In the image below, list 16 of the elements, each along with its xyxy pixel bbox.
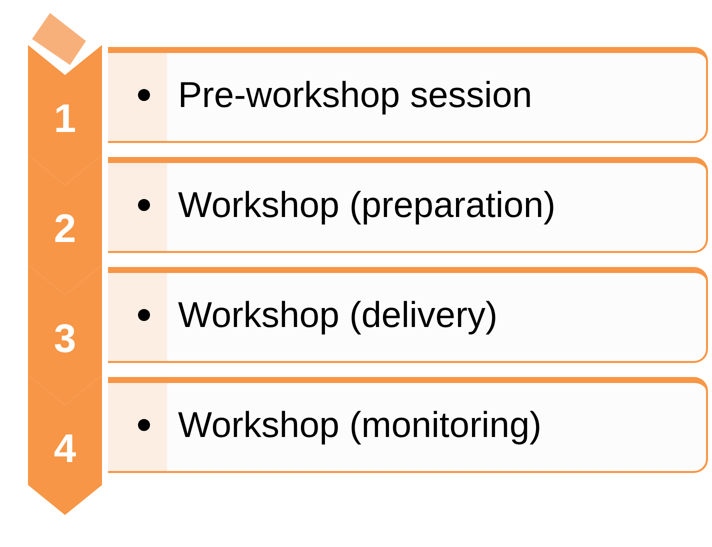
chevron-shape — [28, 375, 102, 515]
item-text: Workshop (preparation) — [178, 183, 556, 227]
step-number: 4 — [52, 427, 78, 471]
chevron-shape — [28, 155, 102, 295]
list-banner — [108, 157, 708, 253]
list-banner — [108, 47, 708, 143]
list-banner — [108, 267, 708, 363]
item-text: Pre-workshop session — [178, 73, 532, 117]
item-text: Workshop (delivery) — [178, 293, 498, 337]
step-number: 1 — [52, 97, 78, 141]
chevron-shape — [28, 13, 102, 185]
step-number: 3 — [52, 317, 78, 361]
step-number: 2 — [52, 207, 78, 251]
chevron-shape — [28, 265, 102, 405]
item-text: Workshop (monitoring) — [178, 403, 542, 447]
list-banner — [108, 377, 708, 473]
